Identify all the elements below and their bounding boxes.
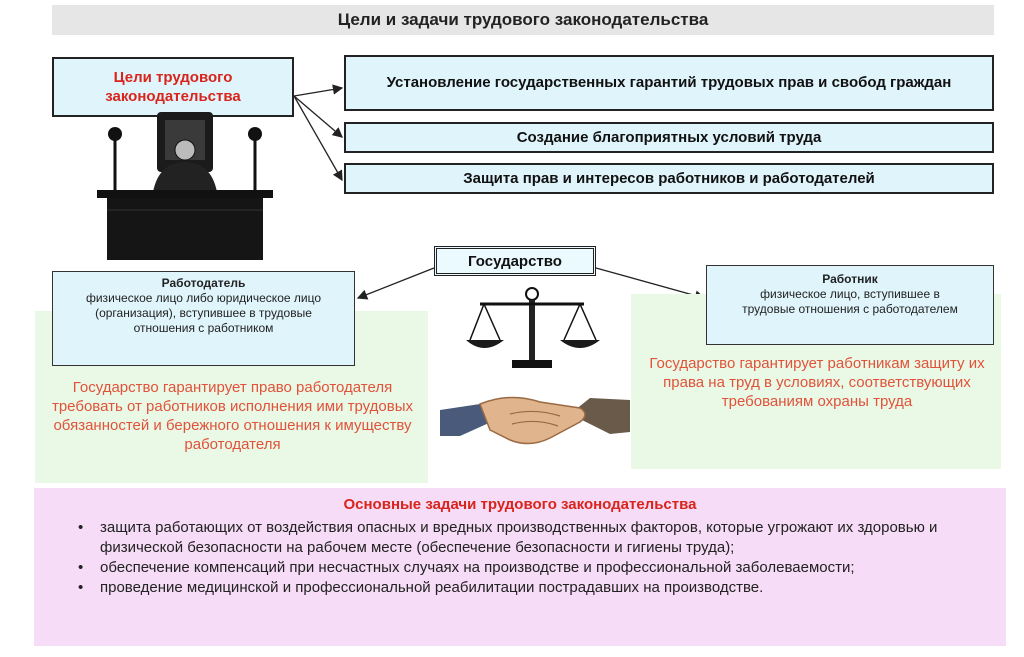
tasks-list: • защита работающих от воздействия опасн… xyxy=(78,518,998,598)
employee-guarantee-text: Государство гарантирует работникам защит… xyxy=(649,355,985,410)
employer-title: Работодатель xyxy=(161,276,246,290)
page-title: Цели и задачи трудового законодательства xyxy=(52,5,994,35)
employee-box: Работник физическое лицо, вступившее в т… xyxy=(706,265,994,345)
goal-item-1: Установление государственных гарантий тр… xyxy=(344,55,994,111)
goal-item-3: Защита прав и интересов работников и раб… xyxy=(344,163,994,194)
state-box: Государство xyxy=(434,246,596,276)
employee-description: физическое лицо, вступившее в трудовые о… xyxy=(742,287,958,316)
task-text-2: обеспечение компенсаций при несчастных с… xyxy=(100,559,855,576)
judge-icon xyxy=(97,112,273,260)
tasks-title: Основные задачи трудового законодательст… xyxy=(343,496,697,513)
goal-item-2: Создание благоприятных условий труда xyxy=(344,122,994,153)
employer-box: Работодатель физическое лицо либо юридич… xyxy=(52,271,355,366)
employer-guarantee-text: Государство гарантирует право работодате… xyxy=(51,379,414,453)
goals-heading: Цели трудового законодательства xyxy=(52,57,294,117)
scales-icon xyxy=(466,287,600,368)
employee-title: Работник xyxy=(822,272,878,286)
task-item-2: • обеспечение компенсаций при несчастных… xyxy=(78,558,998,578)
task-text-3: проведение медицинской и профессионально… xyxy=(100,579,764,596)
bullet: • xyxy=(78,519,84,536)
bullet: • xyxy=(78,579,84,596)
task-item-1: • защита работающих от воздействия опасн… xyxy=(78,518,998,558)
handshake-icon xyxy=(440,396,630,445)
task-item-3: • проведение медицинской и профессиональ… xyxy=(78,578,998,598)
tasks-section: Основные задачи трудового законодательст… xyxy=(34,488,1006,646)
task-text-1: защита работающих от воздействия опасных… xyxy=(100,519,938,556)
bullet: • xyxy=(78,559,84,576)
employer-description: физическое лицо либо юридическое лицо (о… xyxy=(85,291,321,335)
